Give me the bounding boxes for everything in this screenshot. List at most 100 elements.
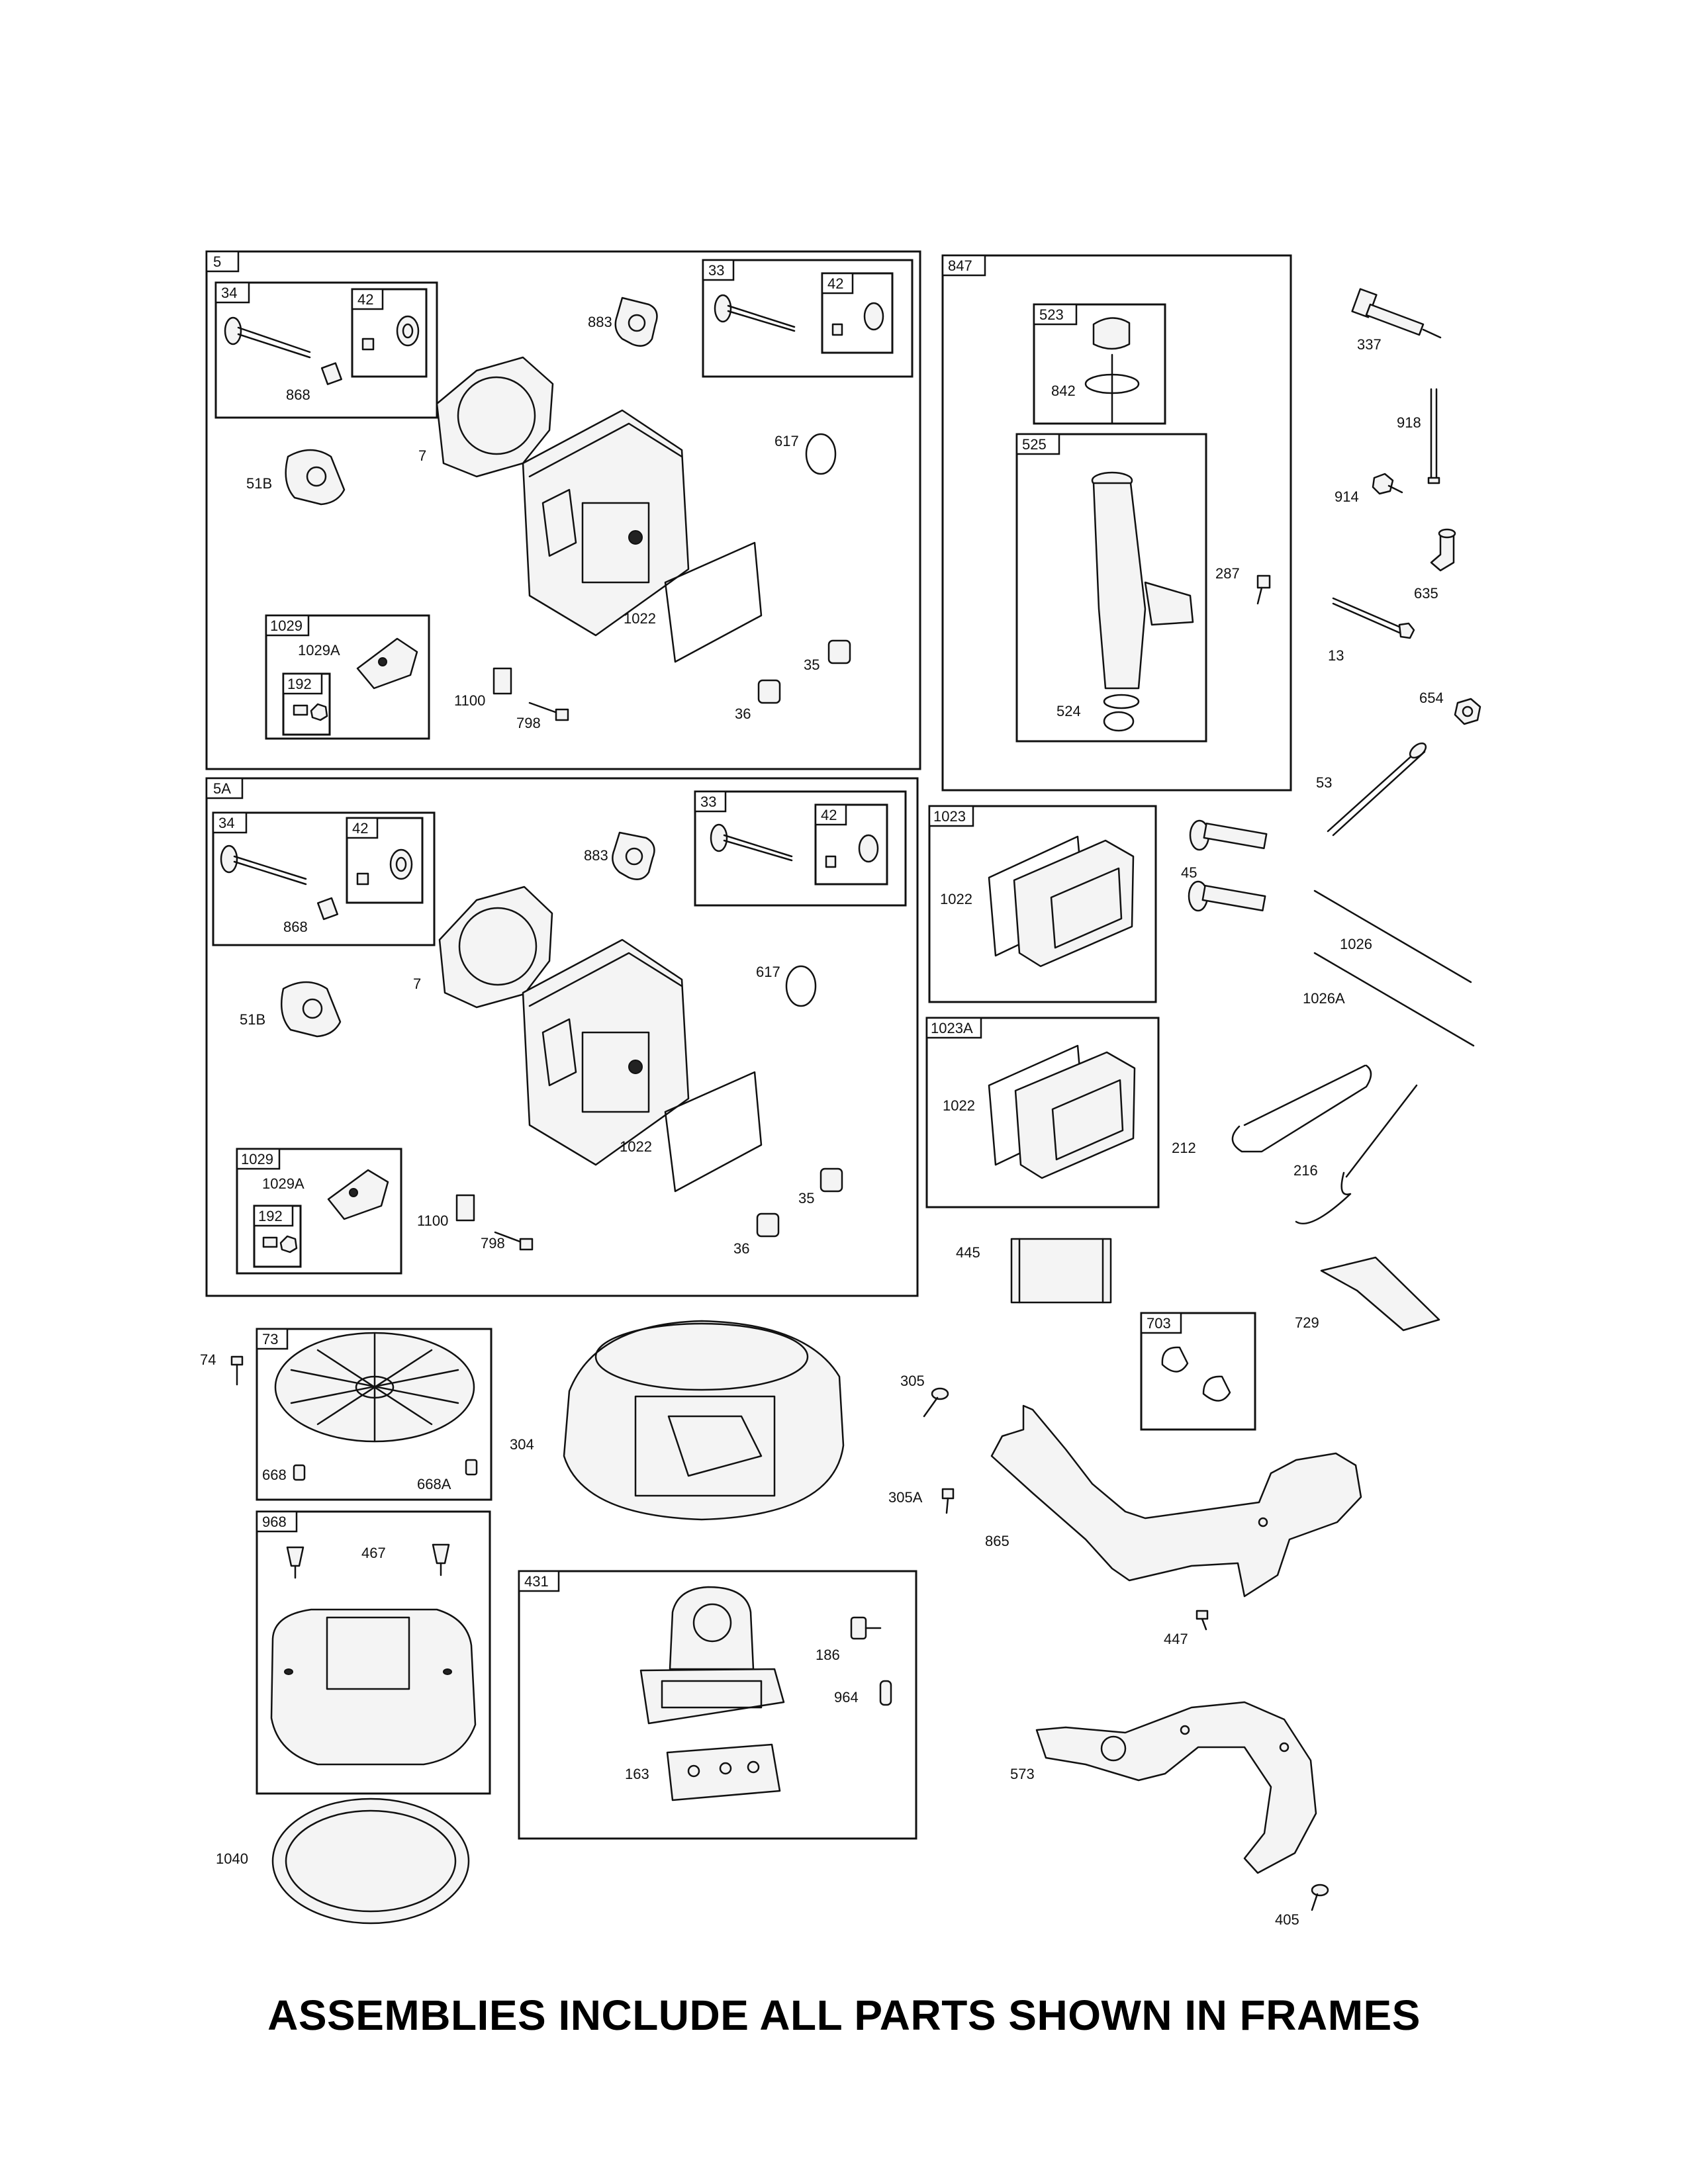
label-36: 36	[735, 705, 751, 722]
valve-spring-icon	[756, 1167, 843, 1238]
frame-5A-34-42: 42	[346, 817, 424, 904]
stud-bolt-icon	[494, 1231, 534, 1251]
label-573: 573	[1010, 1766, 1035, 1782]
label-798: 798	[481, 1235, 505, 1251]
valve-spring-icon	[757, 639, 851, 704]
label-617: 617	[756, 964, 780, 980]
label-868: 868	[286, 387, 310, 403]
label-74: 74	[200, 1351, 216, 1368]
frame-525-tag: 525	[1022, 436, 1047, 453]
cooling-fan-icon	[274, 1332, 475, 1443]
pin-icon	[1427, 388, 1440, 484]
valve-keeper-icon	[356, 848, 413, 886]
label-216: 216	[1293, 1162, 1318, 1179]
valve-exhaust-icon	[224, 316, 342, 385]
label-287: 287	[1215, 565, 1240, 582]
label-883: 883	[588, 314, 612, 330]
engine-bracket-icon	[990, 1404, 1362, 1598]
label-668A: 668A	[417, 1476, 451, 1492]
valve-keeper-icon	[361, 315, 420, 351]
frame-523: 523	[1033, 303, 1166, 425]
label-1029A: 1029A	[298, 642, 340, 659]
screw-icon	[1256, 574, 1271, 605]
label-7: 7	[413, 976, 421, 992]
spark-plug-icon	[1351, 288, 1442, 339]
bolt-icon	[230, 1355, 244, 1386]
frame-5A-1029-192: 192	[253, 1205, 302, 1268]
label-668: 668	[262, 1467, 287, 1483]
frame-5-1029: 1029	[265, 614, 430, 740]
label-1022: 1022	[940, 891, 972, 907]
label-163: 163	[625, 1766, 649, 1782]
frame-968-tag: 968	[262, 1514, 287, 1530]
label-617: 617	[774, 433, 799, 449]
frame-523-tag: 523	[1039, 306, 1064, 323]
label-1100: 1100	[417, 1212, 448, 1229]
label-1029A: 1029A	[262, 1175, 305, 1192]
label-918: 918	[1397, 414, 1421, 431]
frame-1023A-tag: 1023A	[931, 1020, 973, 1036]
link-rod-icon	[1231, 1064, 1418, 1225]
frame-5-1029-tag: 1029	[270, 617, 303, 634]
head-gasket-icon	[438, 886, 553, 1009]
frame-5A-1029-192-tag: 192	[258, 1208, 283, 1224]
label-45: 45	[1181, 864, 1197, 881]
label-447: 447	[1164, 1631, 1188, 1647]
label-36: 36	[733, 1240, 749, 1257]
label-883: 883	[584, 847, 608, 864]
breather-fitting-icon	[850, 1616, 882, 1640]
label-445: 445	[956, 1244, 980, 1261]
valve-cover-gasket-icon	[664, 1071, 763, 1193]
elbow-fitting-icon	[1430, 528, 1456, 572]
frame-1023: 1023	[928, 805, 1157, 1003]
frame-968: 968	[256, 1510, 491, 1795]
label-654: 654	[1419, 690, 1444, 706]
frame-431: 431	[518, 1570, 917, 1840]
filter-icon	[1010, 1238, 1112, 1304]
label-51B: 51B	[246, 475, 272, 492]
assemblies-footer-note: ASSEMBLIES INCLUDE ALL PARTS SHOWN IN FR…	[267, 1991, 1421, 2039]
frame-5-34-tag: 34	[221, 285, 237, 301]
backplate-icon	[1035, 1701, 1317, 1874]
label-35: 35	[798, 1190, 814, 1206]
screw-icon	[1311, 1884, 1329, 1911]
frame-5A-tag: 5A	[213, 780, 231, 797]
nut-icon	[1454, 698, 1481, 725]
frame-847-tag: 847	[948, 257, 972, 274]
o-ring-icon	[785, 965, 817, 1007]
valve-intake-icon	[714, 294, 884, 336]
shaft-icon	[1327, 742, 1427, 837]
frame-703: 703	[1140, 1312, 1256, 1431]
valve-cover-gasket-icon	[664, 541, 763, 663]
label-842: 842	[1051, 383, 1076, 399]
label-1022: 1022	[620, 1138, 652, 1155]
tube-seal-icon	[1103, 711, 1135, 732]
frame-431-tag: 431	[524, 1573, 549, 1590]
frame-5A-1029-tag: 1029	[241, 1151, 273, 1167]
label-868: 868	[283, 919, 308, 935]
frame-5A-34: 34	[212, 811, 436, 946]
rocker-guide-icon	[455, 1194, 475, 1222]
rocker-guide-icon	[492, 667, 512, 695]
frame-703-tag: 703	[1147, 1315, 1171, 1332]
label-304: 304	[510, 1436, 534, 1453]
pivot-nut-icon	[262, 1235, 298, 1253]
frame-5-34-42: 42	[351, 288, 428, 378]
label-305: 305	[900, 1373, 925, 1389]
frame-5-1029-192-tag: 192	[287, 676, 312, 692]
push-rod-icon	[1313, 889, 1475, 1047]
intake-gasket-icon	[285, 449, 346, 506]
label-186: 186	[816, 1647, 840, 1663]
frame-5A: 5A	[205, 777, 919, 1297]
label-1040: 1040	[216, 1850, 248, 1867]
label-337: 337	[1357, 336, 1382, 353]
head-gasket-icon	[436, 356, 554, 478]
fastener-icon	[286, 1543, 450, 1579]
label-1022: 1022	[624, 610, 656, 627]
label-524: 524	[1056, 703, 1081, 719]
frame-73: 73	[256, 1328, 492, 1501]
label-1022: 1022	[943, 1097, 975, 1114]
label-305A: 305A	[888, 1489, 923, 1506]
rocker-arm-icon	[327, 1169, 389, 1220]
tube-icon	[879, 1680, 892, 1706]
